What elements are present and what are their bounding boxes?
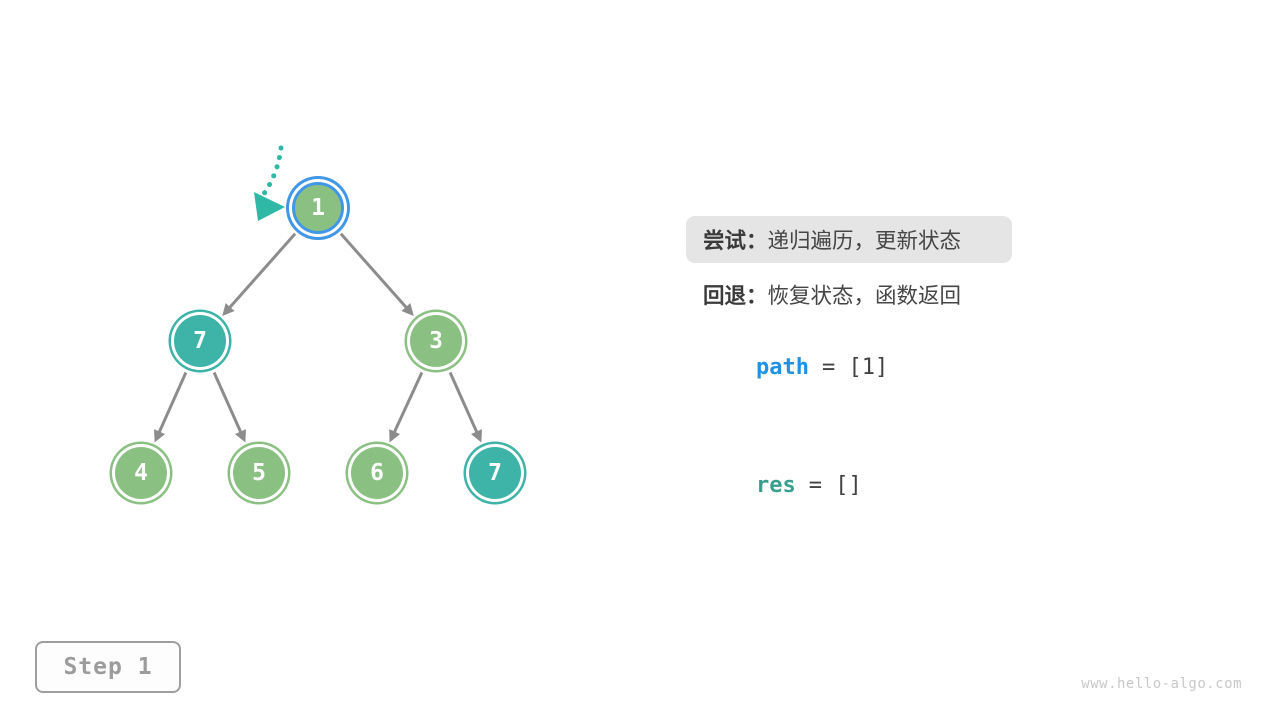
tree-edge — [212, 371, 246, 443]
res-variable-name: res — [755, 473, 796, 498]
legend-try-label: 尝试： — [703, 229, 768, 253]
tree-edge — [448, 371, 482, 443]
tree-node-5: 5 — [233, 447, 285, 499]
watermark-text: www.hello-algo.com — [1081, 676, 1242, 692]
legend-back-text: 恢复状态，函数返回 — [767, 284, 962, 308]
legend-back-label: 回退： — [703, 284, 768, 308]
tree-edge — [154, 371, 188, 443]
tree-edge — [339, 232, 414, 316]
tree-edge — [389, 371, 424, 443]
res-variable-value: = [] — [808, 473, 862, 498]
legend-try-text: 递归遍历，更新状态 — [767, 229, 962, 253]
legend-back-row: 回退：恢复状态，函数返回 — [703, 279, 961, 310]
tree-node-1-current: 1 — [292, 182, 344, 234]
legend-try-row: 尝试：递归遍历，更新状态 — [686, 216, 1012, 263]
tree-node-7-right: 7 — [469, 447, 521, 499]
path-variable-name: path — [755, 355, 809, 380]
step-badge: Step 1 — [35, 641, 181, 693]
tree-node-6: 6 — [351, 447, 403, 499]
tree-edge — [222, 232, 297, 316]
tree-node-3: 3 — [410, 315, 462, 367]
tree-node-4: 4 — [115, 447, 167, 499]
res-variable-line: res = [] — [703, 448, 862, 523]
path-variable-value: = [1] — [821, 355, 889, 380]
path-variable-line: path = [1] — [703, 330, 888, 405]
tree-node-7-left: 7 — [174, 315, 226, 367]
current-pointer-arrow-icon — [254, 145, 285, 221]
